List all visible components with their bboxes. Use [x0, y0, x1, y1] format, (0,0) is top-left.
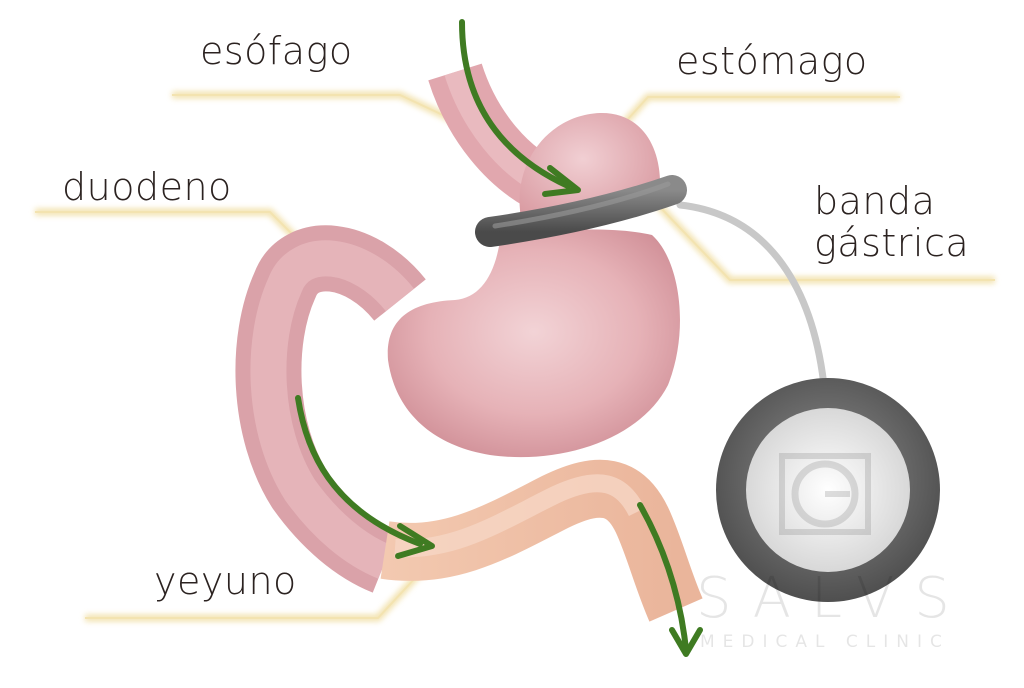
port-tubing: [676, 201, 829, 399]
stomach: [387, 229, 680, 458]
label-esofago: esófago: [200, 29, 353, 73]
label-banda-line2: gástrica: [814, 221, 970, 265]
access-port-icon: [716, 378, 940, 602]
label-duodeno: duodeno: [62, 165, 232, 209]
flow-arrow-icon: [295, 395, 435, 559]
label-estomago: estómago: [676, 39, 868, 83]
gastric-band-icon: [475, 175, 687, 247]
watermark-subtitle: MEDICAL CLINIC: [700, 632, 950, 652]
label-yeyuno: yeyuno: [154, 559, 297, 603]
flow-arrow-icon: [637, 502, 703, 657]
flow-arrows: [295, 19, 703, 657]
label-banda-line1: banda: [814, 179, 936, 223]
flow-arrow-icon: [459, 19, 581, 197]
logo-emblem-icon: [779, 453, 871, 535]
label-banda-gastrica: banda gástrica: [814, 180, 969, 264]
watermark-name: SALVS: [696, 566, 970, 631]
